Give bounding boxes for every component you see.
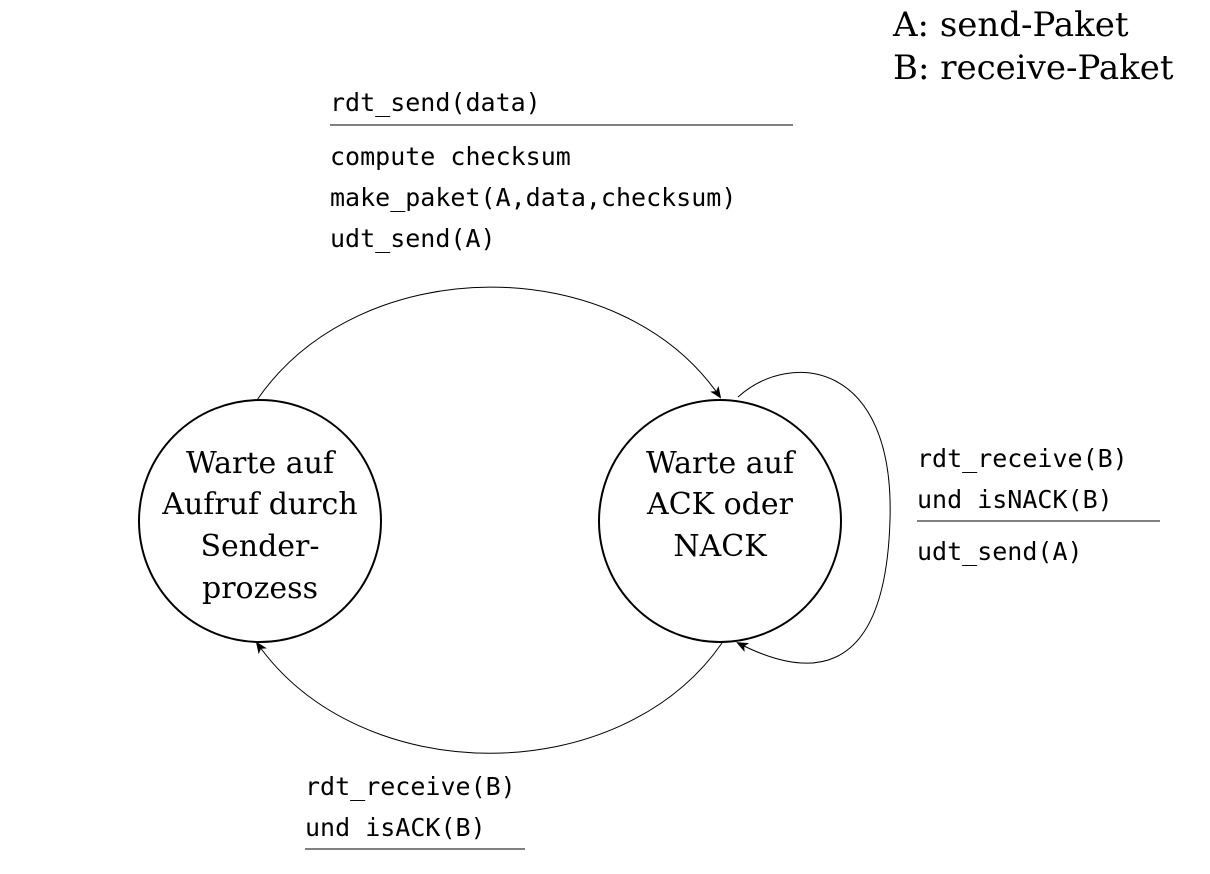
- ack-transition-arrow: [255, 641, 723, 754]
- send-action-2: make_paket(A,data,checksum): [330, 183, 736, 212]
- state-sender-wait-line-1: Warte auf: [186, 446, 336, 481]
- nack-self-loop-arrow: [736, 371, 891, 664]
- state-ack-wait-line-2: ACK oder: [646, 487, 794, 522]
- nack-event-line-1: rdt_receive(B): [917, 444, 1128, 473]
- legend-b-text: B: receive-Paket: [893, 48, 1174, 88]
- state-sender-wait: Warte auf Aufruf durch Sender- prozess: [138, 399, 382, 643]
- ack-transition-label: rdt_receive(B) und isACK(B): [305, 772, 525, 850]
- state-ack-wait: Warte auf ACK oder NACK: [598, 399, 842, 643]
- state-sender-wait-line-4: prozess: [202, 571, 318, 606]
- state-ack-wait-circle: [598, 399, 842, 643]
- send-transition-label: rdt_send(data) compute checksum make_pak…: [330, 88, 793, 253]
- send-action-1: compute checksum: [330, 142, 571, 171]
- state-ack-wait-line-1: Warte auf: [646, 446, 796, 481]
- ack-event-line-2: und isACK(B): [305, 813, 486, 842]
- nack-action-1: udt_send(A): [917, 537, 1083, 566]
- state-sender-wait-circle: [138, 399, 382, 643]
- send-event-text: rdt_send(data): [330, 88, 541, 117]
- send-transition-arrow: [256, 286, 722, 401]
- legend-a-text: A: send-Paket: [892, 5, 1129, 45]
- state-sender-wait-line-3: Sender-: [200, 529, 319, 564]
- legend: A: send-Paket B: receive-Paket: [892, 5, 1174, 88]
- nack-event-line-2: und isNACK(B): [917, 485, 1113, 514]
- nack-transition-label: rdt_receive(B) und isNACK(B) udt_send(A): [917, 444, 1160, 566]
- ack-event-line-1: rdt_receive(B): [305, 772, 516, 801]
- send-action-3: udt_send(A): [330, 224, 496, 253]
- state-sender-wait-line-2: Aufruf durch: [161, 487, 357, 522]
- state-ack-wait-line-3: NACK: [673, 529, 767, 564]
